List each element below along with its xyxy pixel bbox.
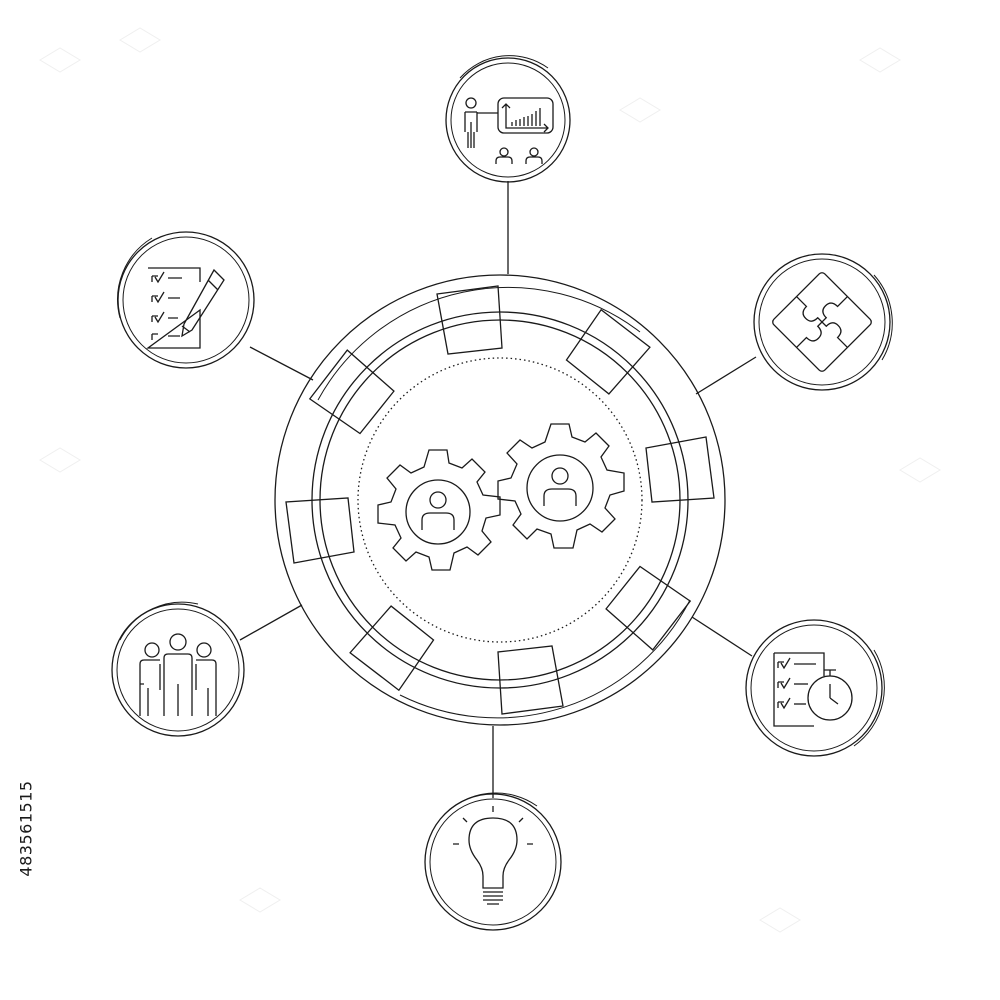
- hub-segment: [605, 565, 692, 651]
- node-ring: [424, 793, 562, 931]
- node-ring-accent: [119, 601, 199, 641]
- lightbulb-icon: [453, 806, 533, 905]
- central-hub: [274, 274, 726, 726]
- hub-segment: [308, 349, 395, 435]
- node-ring-inner: [429, 798, 557, 926]
- node-ring-accent: [117, 237, 153, 319]
- connector-lines: [239, 181, 757, 798]
- checklist-stopwatch-icon: [773, 652, 853, 727]
- node-ring-inner: [450, 62, 566, 178]
- presentation-chart-icon: [464, 97, 554, 164]
- team-icon: [139, 633, 217, 716]
- checklist-pencil-icon: [146, 267, 225, 349]
- watermark-pattern: [39, 27, 941, 933]
- connector-lower-right: [691, 616, 753, 657]
- node-ring: [117, 231, 255, 369]
- node-lightbulb: [424, 792, 562, 931]
- gear-person-icon: [497, 423, 625, 549]
- node-ring-accent: [442, 792, 538, 817]
- nodes: [111, 55, 893, 931]
- node-ring-inner: [758, 258, 886, 386]
- node-checklist-pencil: [117, 231, 255, 369]
- node-ring: [111, 603, 245, 737]
- puzzle-icon: [772, 272, 872, 372]
- hub-segment: [565, 308, 651, 395]
- node-team: [111, 601, 245, 737]
- connector-lower-left: [239, 604, 303, 641]
- connector-upper-right: [695, 356, 757, 395]
- node-ring: [445, 57, 571, 183]
- hub-segment: [349, 605, 435, 692]
- connector-upper-left: [249, 346, 314, 381]
- node-ring-inner: [116, 608, 240, 732]
- node-ring-accent: [853, 649, 885, 747]
- hub-outer-ring: [274, 274, 726, 726]
- node-ring: [745, 619, 883, 757]
- node-puzzle: [753, 253, 893, 391]
- node-ring: [753, 253, 891, 391]
- gear-person-icon: [377, 449, 501, 571]
- hub-outer-ring-accent: [399, 599, 691, 719]
- hub-segment: [285, 497, 355, 564]
- node-checklist-stopwatch: [745, 619, 885, 757]
- hub-outer-ring-accent: [317, 286, 641, 401]
- node-ring-inner: [750, 624, 878, 752]
- stock-id-text: 483561515: [16, 779, 36, 877]
- hub-segment: [436, 285, 503, 355]
- node-presentation: [445, 55, 571, 183]
- node-ring-accent: [873, 274, 893, 361]
- hub-segment: [497, 645, 564, 715]
- stock-id-label: 483561515: [14, 762, 38, 894]
- hub-segment: [645, 436, 715, 503]
- node-ring-inner: [122, 236, 250, 364]
- node-ring-accent: [459, 55, 549, 79]
- hub-segments: [285, 285, 715, 715]
- hub-dotted-ring: [357, 357, 643, 643]
